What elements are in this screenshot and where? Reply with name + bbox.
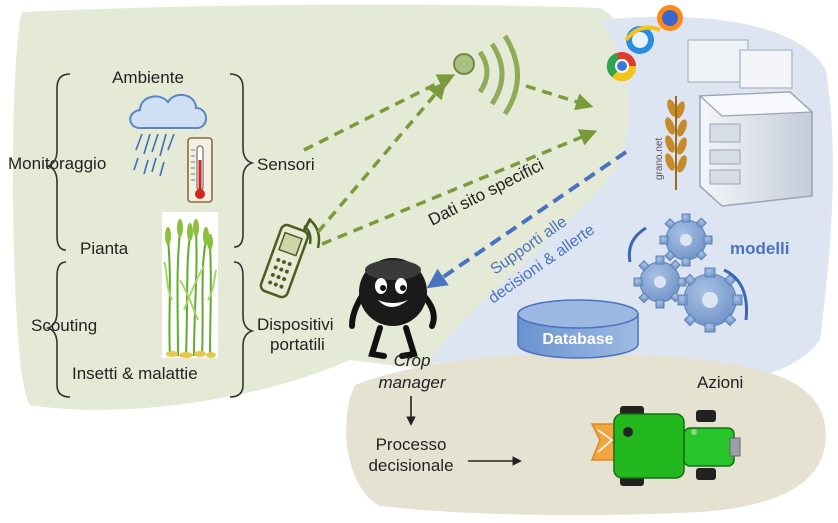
left-brace [45,73,71,398]
arrow-signal-to-server [525,84,594,111]
cloud-rain-icon [129,93,207,177]
label-scouting: Scouting [31,316,97,335]
label-ambiente: Ambiente [112,68,184,87]
arrow-sensori-to-signal [303,74,456,152]
label-pianta: Pianta [80,239,129,258]
mobile-phone-icon [259,217,312,299]
thermometer-icon [187,137,213,203]
right-brace-lower [229,261,255,398]
label-portatili: portatili [270,335,325,354]
label-modelli: modelli [730,239,790,258]
crop-manager-character-icon [349,258,437,359]
label-crop: Crop [394,351,431,370]
wheat-plants-icon [162,212,218,358]
label-azioni: Azioni [697,373,743,392]
arrow-supporti [426,150,628,289]
label-decisionale: decisionale [368,456,453,475]
arrow-phone-to-server [321,129,598,246]
right-brace-upper [229,73,255,248]
label-insetti: Insetti & malattie [72,364,198,383]
label-dispositivi: Dispositivi [257,315,334,334]
wifi-signal-icon [453,34,520,116]
label-monitoraggio: Monitoraggio [8,154,106,173]
browser-logos-icon [606,5,683,82]
label-sensori: Sensori [257,155,315,174]
grano-logo-icon [665,96,687,190]
arrow-phone-to-signal [316,81,447,234]
label-processo: Processo [376,435,447,454]
server-icon [687,39,814,207]
gears-icon [627,213,749,333]
label-database: Database [542,331,613,348]
tractor-icon [590,406,741,486]
label-manager: manager [378,373,446,392]
database-icon [517,299,639,359]
label-grano-net: grano.net [654,138,665,180]
